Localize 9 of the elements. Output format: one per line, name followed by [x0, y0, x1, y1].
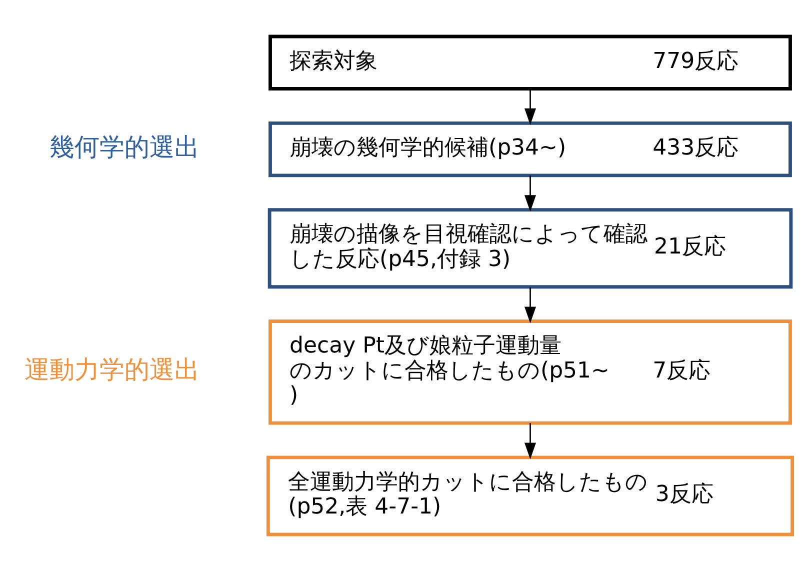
node-box: 探索対象 779反応: [268, 34, 792, 90]
label: 運動力学的選出: [24, 354, 200, 384]
arrow: [524, 174, 536, 212]
arrow: [524, 422, 536, 459]
node-box: decay Pt及び娘粒子運動量のカットに合格したもの(p51~) 7反応: [268, 319, 792, 424]
label: 幾何学的選出: [49, 132, 200, 161]
node-box: 崩壊の幾何学的候補(p34~) 433反応: [268, 120, 792, 177]
arrow: [524, 88, 536, 124]
arrow: [524, 286, 536, 323]
